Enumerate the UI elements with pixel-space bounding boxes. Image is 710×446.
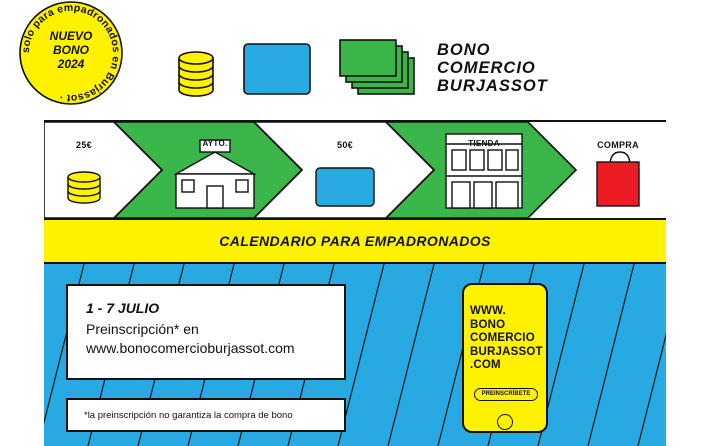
phone-website-text: WWW. BONO COMERCIO BURJASSOT .COM (470, 305, 543, 373)
header-section: BONO COMERCIO BURJASSOT (44, 14, 666, 120)
info-box: 1 - 7 JULIO Preinscripción* en www.bonoc… (66, 284, 346, 380)
shopping-bag-icon (596, 151, 640, 207)
flow-label-25: 25€ (76, 140, 92, 150)
phone-line-1: WWW. (470, 305, 506, 317)
flow-band: 25€ AYTO. 50€ TIENDA COMPRA (44, 120, 666, 220)
preinscribete-button[interactable]: PREINSCRÍBETE (474, 388, 538, 401)
flow-label-50: 50€ (337, 140, 353, 150)
phone-line-5: .COM (470, 359, 501, 371)
flow-label-ayto: AYTO. (202, 139, 228, 148)
flow-label-tienda: TIENDA (468, 139, 500, 148)
badge-line-3: 2024 (57, 57, 85, 71)
website-link[interactable]: www.bonocomercioburjassot.com (86, 340, 295, 356)
brand-line-2: COMERCIO (437, 59, 536, 77)
new-bono-badge: solo para empadronados en Burjassot · NU… (19, 1, 123, 105)
disclaimer-text: *la preinscripción no garantiza la compr… (84, 410, 293, 421)
banknotes-icon (339, 39, 415, 95)
brand-line-1: BONO (437, 41, 491, 59)
card-icon (243, 43, 311, 95)
badge-line-1: NUEVO (50, 29, 93, 43)
flow-arrows (44, 122, 640, 218)
badge-line-2: BONO (53, 43, 90, 57)
phone-illustration: WWW. BONO COMERCIO BURJASSOT .COM PREINS… (462, 283, 548, 433)
phone-home-button-icon (497, 414, 513, 430)
phone-line-4: BURJASSOT (470, 345, 543, 358)
small-coin-stack-icon (67, 171, 101, 204)
date-range: 1 - 7 JULIO (86, 300, 160, 316)
disclaimer-box: *la preinscripción no garantiza la compr… (66, 398, 346, 432)
small-card-icon (315, 167, 375, 207)
brand-title: BONO COMERCIO BURJASSOT (437, 41, 548, 95)
town-hall-icon (173, 139, 257, 209)
store-icon (445, 133, 523, 209)
calendar-band: CALENDARIO PARA EMPADRONADOS (44, 220, 666, 264)
coin-stack-icon (178, 51, 214, 97)
header-illustration (178, 39, 415, 97)
flow-label-compra: COMPRA (597, 140, 639, 150)
phone-line-3: COMERCIO (470, 332, 535, 344)
calendar-title: CALENDARIO PARA EMPADRONADOS (219, 233, 491, 249)
phone-line-2: BONO (470, 318, 506, 331)
info-line-1: Preinscripción* en (86, 321, 199, 337)
brand-line-3: BURJASSOT (437, 77, 548, 95)
